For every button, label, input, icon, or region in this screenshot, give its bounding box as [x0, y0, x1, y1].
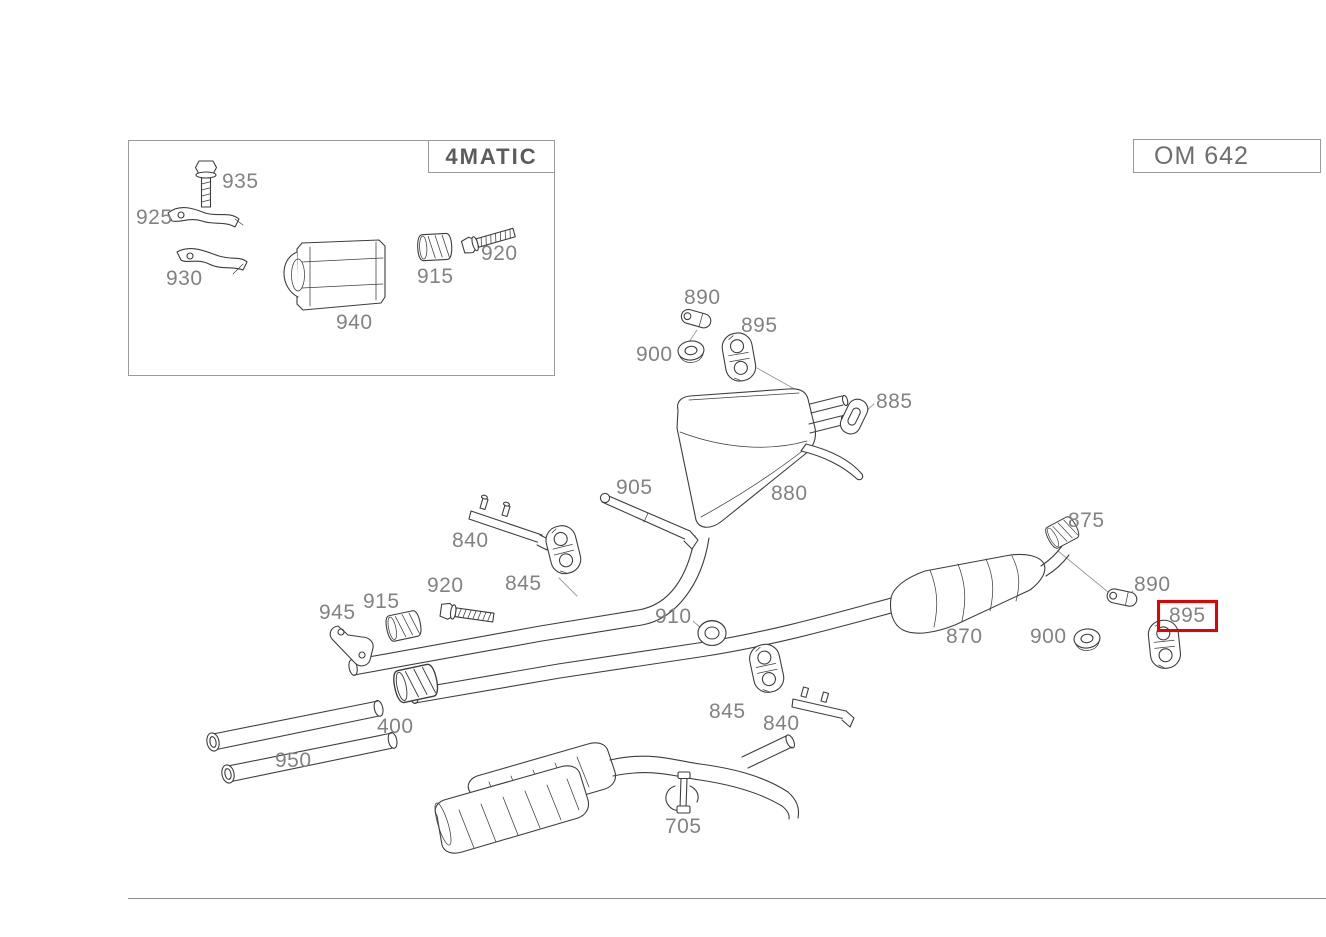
4matic-label: 4MATIC [445, 143, 538, 169]
engine-code-label: OM 642 [1154, 141, 1249, 170]
rear-muffler-880-drawing [676, 388, 864, 528]
clamp-ring-910-drawing [697, 619, 727, 647]
part-label-400[interactable]: 400 [377, 715, 414, 738]
part-label-950[interactable]: 950 [275, 749, 312, 772]
inset-heat-shield-940-drawing [283, 239, 386, 311]
catalyst-downpipe-drawing [434, 734, 800, 854]
part-label-940[interactable]: 940 [336, 311, 373, 334]
part-label-845-left[interactable]: 845 [505, 572, 542, 595]
footer-rule [128, 898, 1326, 899]
part-label-915-inset[interactable]: 915 [417, 265, 454, 288]
part-label-885[interactable]: 885 [876, 390, 913, 413]
part-label-900-top[interactable]: 900 [636, 343, 673, 366]
part-label-935[interactable]: 935 [222, 170, 259, 193]
tailpipe-mount-885-drawing [839, 398, 869, 435]
part-label-895-right[interactable]: 895 [1157, 600, 1218, 633]
part-label-845-bottom[interactable]: 845 [709, 700, 746, 723]
part-label-895-top[interactable]: 895 [741, 314, 778, 337]
part-label-930[interactable]: 930 [166, 267, 203, 290]
part-label-890-right[interactable]: 890 [1134, 573, 1171, 596]
part-label-840-bottom[interactable]: 840 [763, 712, 800, 735]
part-label-880[interactable]: 880 [771, 482, 808, 505]
bracket-945-drawing [329, 625, 374, 667]
mounting-rail-840-bottom-drawing [791, 686, 855, 728]
inset-bolt-935-drawing [194, 160, 218, 208]
part-label-870[interactable]: 870 [946, 625, 983, 648]
main-pipe-run-drawing [348, 535, 896, 704]
part-label-875[interactable]: 875 [1068, 509, 1105, 532]
center-muffler-870-drawing [889, 545, 1070, 634]
inset-panel [128, 140, 555, 376]
part-label-705[interactable]: 705 [665, 815, 702, 838]
part-label-920-inset[interactable]: 920 [481, 242, 518, 265]
clamp-705-drawing [665, 771, 699, 814]
part-label-905[interactable]: 905 [616, 476, 653, 499]
part-label-900-right[interactable]: 900 [1030, 625, 1067, 648]
inset-clamp-925-drawing [167, 207, 244, 228]
part-label-925[interactable]: 925 [136, 206, 173, 229]
support-bracket-905-drawing [599, 492, 699, 550]
part-label-910[interactable]: 910 [655, 605, 692, 628]
part-label-915-mid[interactable]: 915 [363, 590, 400, 613]
part-label-840-left[interactable]: 840 [452, 529, 489, 552]
engine-code-badge: OM 642 [1133, 139, 1321, 173]
part-label-920-mid[interactable]: 920 [427, 574, 464, 597]
front-pipes-950-drawing [206, 699, 398, 784]
inset-clamp-930-drawing [176, 248, 248, 275]
part-label-890-top[interactable]: 890 [684, 286, 721, 309]
part-label-945[interactable]: 945 [319, 601, 356, 624]
4matic-badge: 4MATIC [428, 140, 555, 173]
